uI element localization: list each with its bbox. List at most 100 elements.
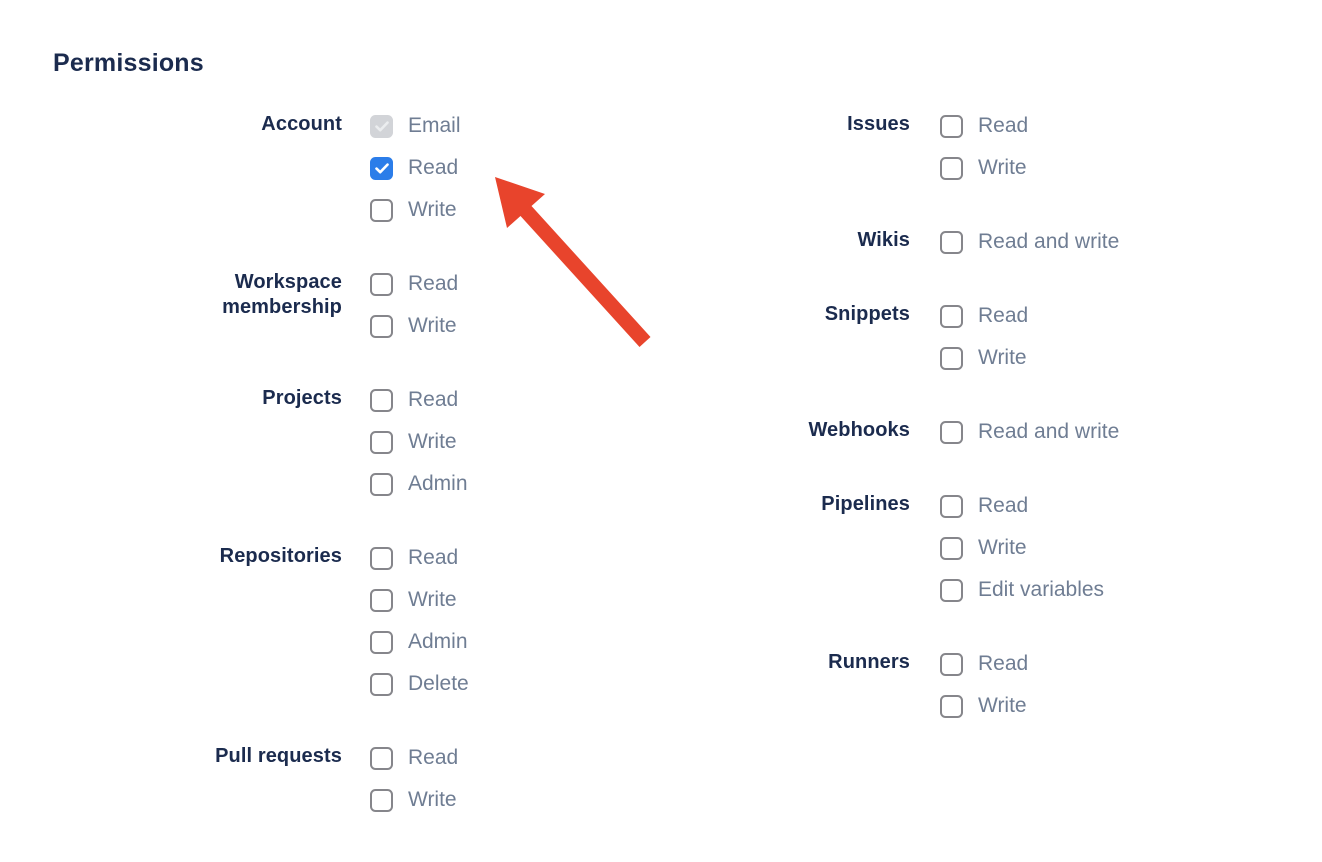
account-read-checkbox[interactable] xyxy=(370,156,393,180)
projects-read-row: Read xyxy=(370,388,468,412)
repositories-write-label[interactable]: Write xyxy=(408,588,457,611)
group-account-label: Account xyxy=(261,113,342,135)
issues-write-checkbox[interactable] xyxy=(940,156,963,180)
pipelines-read-label[interactable]: Read xyxy=(978,494,1029,517)
repositories-delete-checkbox[interactable] xyxy=(370,672,393,696)
workspace-read-label[interactable]: Read xyxy=(408,272,459,295)
group-projects: Projects Read Write Admin xyxy=(167,387,469,496)
account-email-checkbox[interactable] xyxy=(370,114,393,138)
account-email-row: Email xyxy=(370,114,461,138)
account-write-row: Write xyxy=(370,198,461,222)
group-pull-requests-label: Pull requests xyxy=(215,745,342,767)
group-snippets: Snippets Read Write xyxy=(770,303,1119,370)
group-pull-requests: Pull requests Read Write xyxy=(167,745,469,812)
workspace-read-checkbox[interactable] xyxy=(370,272,393,296)
pipelines-write-row: Write xyxy=(940,536,1104,560)
projects-write-row: Write xyxy=(370,430,468,454)
account-read-row: Read xyxy=(370,156,461,180)
pull-requests-write-row: Write xyxy=(370,788,458,812)
group-issues: Issues Read Write xyxy=(770,113,1119,180)
repositories-admin-label[interactable]: Admin xyxy=(408,630,468,653)
projects-write-checkbox[interactable] xyxy=(370,430,393,454)
wikis-read-and-write-label[interactable]: Read and write xyxy=(978,230,1120,253)
repositories-admin-checkbox[interactable] xyxy=(370,630,393,654)
workspace-write-row: Write xyxy=(370,314,458,338)
projects-admin-checkbox[interactable] xyxy=(370,472,393,496)
snippets-read-label[interactable]: Read xyxy=(978,304,1029,327)
webhooks-read-and-write-label[interactable]: Read and write xyxy=(978,420,1120,443)
issues-write-row: Write xyxy=(940,156,1028,180)
pipelines-write-label[interactable]: Write xyxy=(978,536,1027,559)
group-workspace-membership: Workspace membership Read Write xyxy=(167,271,469,338)
group-runners: Runners Read Write xyxy=(770,651,1119,718)
pipelines-edit-variables-label[interactable]: Edit variables xyxy=(978,578,1105,601)
repositories-read-checkbox[interactable] xyxy=(370,546,393,570)
pull-requests-write-checkbox[interactable] xyxy=(370,788,393,812)
projects-admin-row: Admin xyxy=(370,472,468,496)
account-write-label[interactable]: Write xyxy=(408,198,457,221)
runners-write-checkbox[interactable] xyxy=(940,694,963,718)
account-write-checkbox[interactable] xyxy=(370,198,393,222)
group-pipelines: Pipelines Read Write Edit variables xyxy=(770,493,1119,602)
page-title: Permissions xyxy=(53,49,204,77)
group-webhooks: Webhooks Read and write xyxy=(770,419,1119,444)
group-projects-label: Projects xyxy=(262,387,342,409)
runners-write-row: Write xyxy=(940,694,1028,718)
pull-requests-read-label[interactable]: Read xyxy=(408,746,459,769)
group-repositories: Repositories Read Write Admin Delete xyxy=(167,545,469,696)
projects-write-label[interactable]: Write xyxy=(408,430,457,453)
projects-admin-label[interactable]: Admin xyxy=(408,472,468,495)
workspace-write-checkbox[interactable] xyxy=(370,314,393,338)
group-wikis-label: Wikis xyxy=(857,229,910,251)
repositories-admin-row: Admin xyxy=(370,630,469,654)
permissions-column-left: Account Email Read Write Workspace membe… xyxy=(167,113,469,862)
pipelines-write-checkbox[interactable] xyxy=(940,536,963,560)
pull-requests-read-row: Read xyxy=(370,746,458,770)
issues-read-row: Read xyxy=(940,114,1028,138)
issues-read-label[interactable]: Read xyxy=(978,114,1029,137)
runners-write-label[interactable]: Write xyxy=(978,694,1027,717)
group-webhooks-label: Webhooks xyxy=(808,419,910,441)
group-account: Account Email Read Write xyxy=(167,113,469,222)
wikis-read-and-write-checkbox[interactable] xyxy=(940,230,963,254)
snippets-write-label[interactable]: Write xyxy=(978,346,1027,369)
pipelines-read-row: Read xyxy=(940,494,1104,518)
pull-requests-write-label[interactable]: Write xyxy=(408,788,457,811)
runners-read-checkbox[interactable] xyxy=(940,652,963,676)
permissions-column-right: Issues Read Write Wikis Read and write S… xyxy=(770,113,1119,768)
runners-read-label[interactable]: Read xyxy=(978,652,1029,675)
pull-requests-read-checkbox[interactable] xyxy=(370,746,393,770)
projects-read-label[interactable]: Read xyxy=(408,388,459,411)
projects-read-checkbox[interactable] xyxy=(370,388,393,412)
account-email-label[interactable]: Email xyxy=(408,114,461,137)
repositories-write-row: Write xyxy=(370,588,469,612)
group-snippets-label: Snippets xyxy=(824,303,910,325)
group-pipelines-label: Pipelines xyxy=(821,493,910,515)
snippets-read-row: Read xyxy=(940,304,1028,328)
group-wikis: Wikis Read and write xyxy=(770,229,1119,254)
webhooks-read-and-write-row: Read and write xyxy=(940,420,1119,444)
wikis-read-and-write-row: Read and write xyxy=(940,230,1119,254)
workspace-write-label[interactable]: Write xyxy=(408,314,457,337)
repositories-read-label[interactable]: Read xyxy=(408,546,459,569)
snippets-write-row: Write xyxy=(940,346,1028,370)
repositories-delete-label[interactable]: Delete xyxy=(408,672,469,695)
pipelines-read-checkbox[interactable] xyxy=(940,494,963,518)
group-issues-label: Issues xyxy=(847,113,910,135)
group-runners-label: Runners xyxy=(828,651,910,673)
group-workspace-membership-label: Workspace membership xyxy=(222,271,342,318)
pipelines-edit-variables-checkbox[interactable] xyxy=(940,578,963,602)
group-repositories-label: Repositories xyxy=(219,545,342,567)
snippets-write-checkbox[interactable] xyxy=(940,346,963,370)
webhooks-read-and-write-checkbox[interactable] xyxy=(940,420,963,444)
repositories-read-row: Read xyxy=(370,546,469,570)
issues-read-checkbox[interactable] xyxy=(940,114,963,138)
snippets-read-checkbox[interactable] xyxy=(940,304,963,328)
issues-write-label[interactable]: Write xyxy=(978,156,1027,179)
repositories-delete-row: Delete xyxy=(370,672,469,696)
runners-read-row: Read xyxy=(940,652,1028,676)
pipelines-edit-variables-row: Edit variables xyxy=(940,578,1104,602)
account-read-label[interactable]: Read xyxy=(408,156,459,179)
repositories-write-checkbox[interactable] xyxy=(370,588,393,612)
check-icon xyxy=(374,120,389,131)
